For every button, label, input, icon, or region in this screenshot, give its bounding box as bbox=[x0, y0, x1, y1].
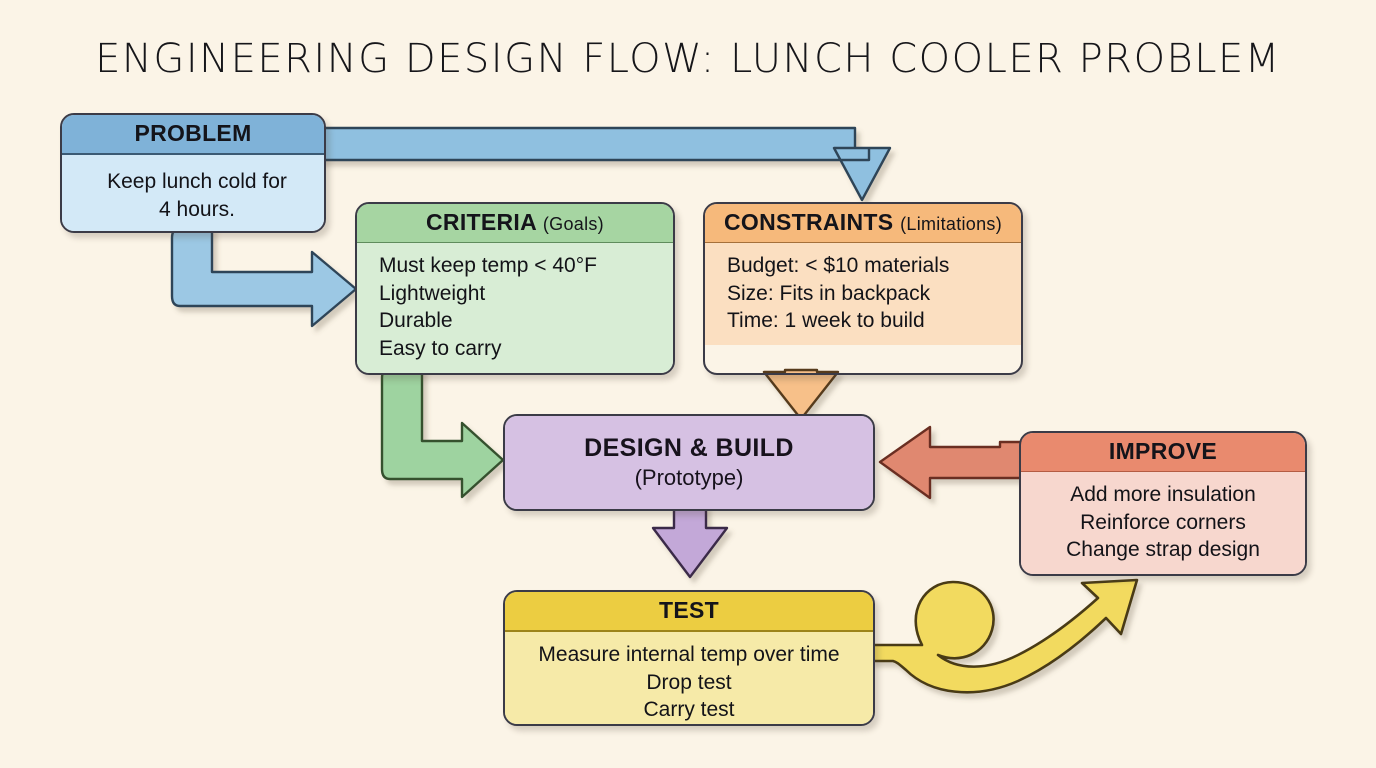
node-improve[interactable]: IMPROVE Add more insulation Reinforce co… bbox=[1019, 431, 1307, 576]
arrow-problem-to-criteria bbox=[170, 226, 358, 328]
node-design-subtitle: (Prototype) bbox=[634, 465, 744, 490]
node-test[interactable]: TEST Measure internal temp over time Dro… bbox=[503, 590, 875, 726]
node-criteria-header-sub: (Goals) bbox=[542, 214, 604, 234]
node-constraints-body: Budget: < $10 materials Size: Fits in ba… bbox=[705, 243, 1021, 346]
node-constraints[interactable]: CONSTRAINTS (Limitations) Budget: < $10 … bbox=[703, 202, 1023, 375]
node-criteria-header: CRITERIA (Goals) bbox=[357, 204, 673, 243]
node-criteria[interactable]: CRITERIA (Goals) Must keep temp < 40°F L… bbox=[355, 202, 675, 375]
node-constraints-header-text: CONSTRAINTS bbox=[723, 209, 894, 235]
node-problem-body: Keep lunch cold for 4 hours. bbox=[62, 155, 324, 231]
node-constraints-header-sub: (Limitations) bbox=[900, 214, 1003, 234]
node-criteria-header-text: CRITERIA bbox=[426, 209, 537, 235]
arrow-problem-to-constraints bbox=[298, 126, 892, 202]
node-design-content: DESIGN & BUILD (Prototype) bbox=[505, 416, 873, 509]
node-problem[interactable]: PROBLEM Keep lunch cold for 4 hours. bbox=[60, 113, 326, 233]
arrow-constraints-to-design bbox=[762, 368, 840, 421]
node-test-body: Measure internal temp over time Drop tes… bbox=[505, 632, 873, 724]
node-design-title: DESIGN & BUILD bbox=[584, 434, 794, 462]
node-improve-header: IMPROVE bbox=[1021, 433, 1305, 472]
node-design-and-build[interactable]: DESIGN & BUILD (Prototype) bbox=[503, 414, 875, 511]
page-title: ENGINEERING DESIGN FLOW: LUNCH COOLER PR… bbox=[95, 36, 1281, 82]
node-improve-body: Add more insulation Reinforce corners Ch… bbox=[1021, 472, 1305, 574]
arrow-improve-to-design bbox=[878, 425, 1024, 500]
arrow-design-to-test bbox=[651, 504, 729, 579]
node-problem-header: PROBLEM bbox=[62, 115, 324, 155]
arrow-criteria-to-design bbox=[380, 366, 505, 499]
node-criteria-body: Must keep temp < 40°F Lightweight Durabl… bbox=[357, 243, 673, 373]
arrow-test-to-improve bbox=[869, 578, 1139, 694]
node-constraints-header: CONSTRAINTS (Limitations) bbox=[705, 204, 1021, 243]
node-test-header: TEST bbox=[505, 592, 873, 632]
